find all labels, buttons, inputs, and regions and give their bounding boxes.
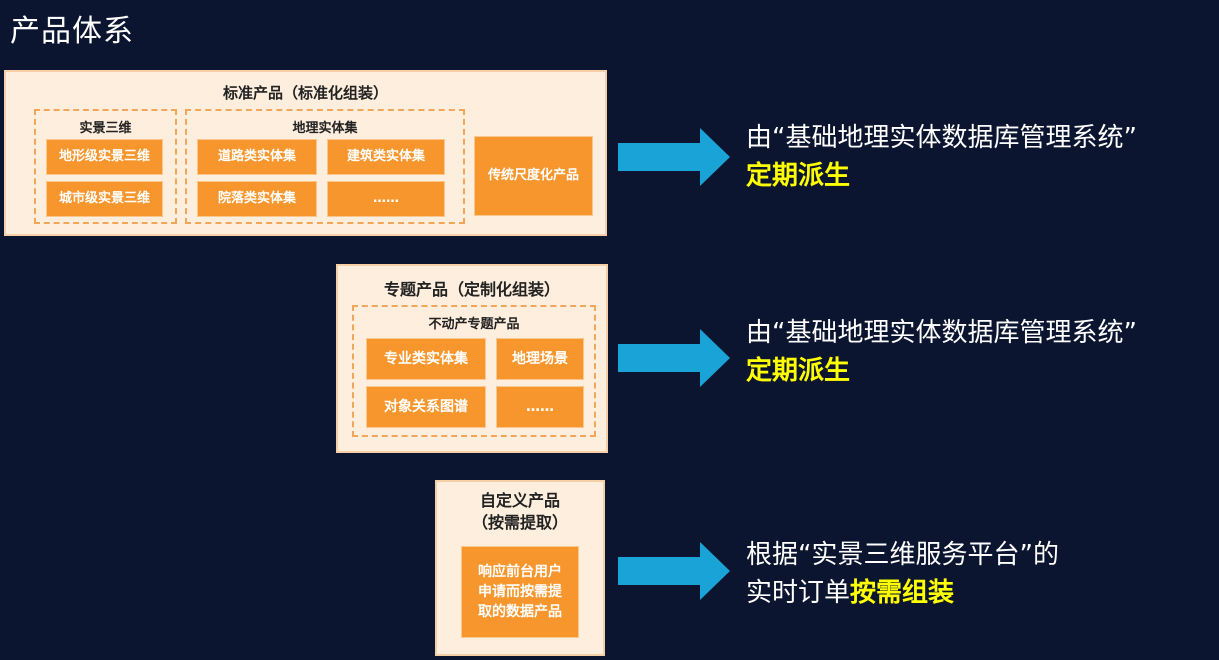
building-entity-set-box: 建筑类实体集 xyxy=(327,139,445,175)
geo-entity-set-group: 地理实体集 道路类实体集 建筑类实体集 院落类实体集 …… xyxy=(185,109,465,224)
object-relation-graph-box: 对象关系图谱 xyxy=(366,386,486,428)
custom-box-line3: 取的数据产品 xyxy=(478,604,562,620)
custom-desc-line2-prefix: 实时订单 xyxy=(746,578,851,608)
thematic-product-description: 由“基础地理实体数据库管理系统” 定期派生 xyxy=(746,314,1137,390)
more-entity-set-box: …… xyxy=(327,181,445,217)
custom-desc-line2: 实时订单按需组装 xyxy=(746,574,1059,612)
custom-product-panel: 自定义产品 （按需提取） 响应前台用户 申请而按需提 取的数据产品 xyxy=(435,480,605,656)
standard-desc-line1: 由“基础地理实体数据库管理系统” xyxy=(746,123,1137,153)
city-level-3d-box: 城市级实景三维 xyxy=(46,181,163,217)
road-entity-set-box: 道路类实体集 xyxy=(197,139,317,175)
custom-product-title: 自定义产品 （按需提取） xyxy=(437,490,603,534)
courtyard-entity-set-box: 院落类实体集 xyxy=(197,181,317,217)
terrain-level-3d-box: 地形级实景三维 xyxy=(46,139,163,175)
more-thematic-box: …… xyxy=(496,386,584,428)
page-title: 产品体系 xyxy=(10,14,134,49)
realscene-3d-group: 实景三维 地形级实景三维 城市级实景三维 xyxy=(34,109,177,224)
standard-desc-highlight: 定期派生 xyxy=(746,161,851,191)
standard-product-title: 标准产品（标准化组装） xyxy=(222,84,388,102)
thematic-desc-line1: 由“基础地理实体数据库管理系统” xyxy=(746,318,1137,348)
custom-title-line2: （按需提取） xyxy=(471,513,568,532)
thematic-product-title: 专题产品（定制化组装） xyxy=(383,280,560,299)
thematic-desc-highlight: 定期派生 xyxy=(746,356,851,386)
real-estate-thematic-group: 不动产专题产品 专业类实体集 地理场景 对象关系图谱 …… xyxy=(352,305,596,437)
right-arrow-icon xyxy=(618,329,730,387)
standard-product-panel: 标准产品（标准化组装） 实景三维 地形级实景三维 城市级实景三维 地理实体集 道… xyxy=(4,70,607,236)
custom-desc-highlight: 按需组装 xyxy=(850,578,955,608)
professional-entity-set-box: 专业类实体集 xyxy=(366,338,486,380)
standard-product-description: 由“基础地理实体数据库管理系统” 定期派生 xyxy=(746,119,1137,195)
geo-entity-set-group-title: 地理实体集 xyxy=(292,121,358,136)
custom-product-description: 根据“实景三维服务平台”的 实时订单按需组装 xyxy=(746,536,1059,612)
thematic-product-panel: 专题产品（定制化组装） 不动产专题产品 专业类实体集 地理场景 对象关系图谱 …… xyxy=(336,264,608,453)
on-demand-data-product-box: 响应前台用户 申请而按需提 取的数据产品 xyxy=(461,546,579,638)
geo-scene-box: 地理场景 xyxy=(496,338,584,380)
custom-title-line1: 自定义产品 xyxy=(479,491,560,510)
right-arrow-icon xyxy=(618,542,730,600)
custom-desc-line1: 根据“实景三维服务平台”的 xyxy=(746,540,1059,570)
custom-box-line1: 响应前台用户 xyxy=(478,564,562,580)
real-estate-thematic-group-title: 不动产专题产品 xyxy=(428,317,520,332)
realscene-3d-group-title: 实景三维 xyxy=(79,121,132,136)
traditional-scale-product-box: 传统尺度化产品 xyxy=(474,136,593,216)
custom-box-line2: 申请而按需提 xyxy=(478,584,562,600)
right-arrow-icon xyxy=(618,128,730,186)
